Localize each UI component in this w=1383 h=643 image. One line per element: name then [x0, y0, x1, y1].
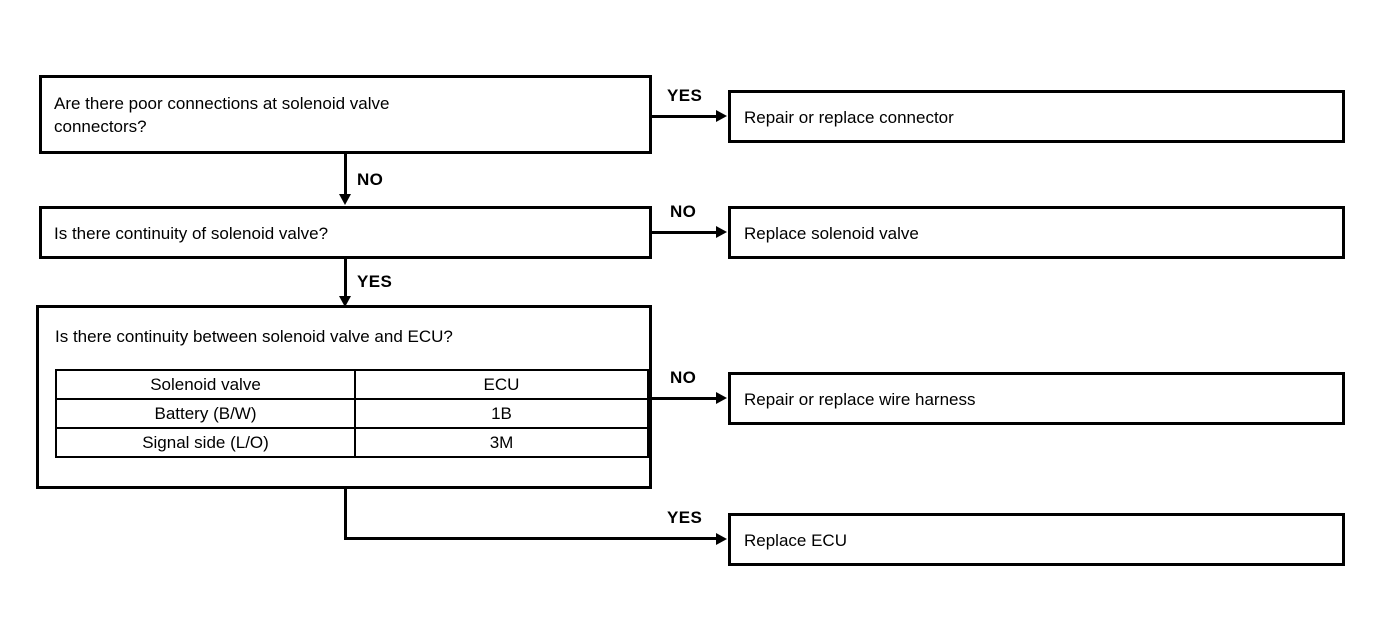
edge-q2-no-label: NO [670, 202, 697, 221]
action-box-repair-replace-wire-harness-text: Repair or replace wire harness [744, 390, 976, 409]
edge-q3-no-label: NO [670, 368, 697, 387]
action-box-repair-replace-wire-harness[interactable] [728, 372, 1345, 425]
continuity-table: Solenoid valve ECU Battery (B/W) 1B Sign… [55, 369, 649, 458]
table-cell-battery-bw: Battery (B/W) [55, 398, 356, 429]
edge-q2-yes-label: YES [357, 272, 393, 291]
action-box-replace-solenoid-valve-text: Replace solenoid valve [744, 224, 919, 243]
table-cell-signal-side-lo: Signal side (L/O) [55, 427, 356, 458]
edge-q1-yes-line [652, 115, 717, 118]
action-box-replace-solenoid-valve[interactable] [728, 206, 1345, 259]
decision-box-continuity-solenoid-text: Is there continuity of solenoid valve? [54, 224, 329, 243]
table-row: Battery (B/W) 1B [55, 398, 649, 429]
table-row: Signal side (L/O) 3M [55, 427, 649, 458]
edge-q2-no-arrowhead [716, 226, 727, 238]
table-cell-battery-pin: 1B [354, 398, 649, 429]
edge-q3-yes-label: YES [667, 508, 703, 527]
edge-q1-yes-arrowhead [716, 110, 727, 122]
table-header-ecu: ECU [354, 369, 649, 400]
action-box-replace-ecu-text: Replace ECU [744, 531, 847, 550]
edge-q3-yes-hline [344, 537, 717, 540]
decision-box-poor-connections-text: Are there poor connections at solenoid v… [54, 94, 390, 136]
edge-q1-no-arrowhead [339, 194, 351, 205]
edge-q1-no-line [344, 154, 347, 196]
edge-q2-no-line [652, 231, 717, 234]
decision-box-continuity-solenoid-ecu-text: Is there continuity between solenoid val… [55, 327, 453, 346]
edge-q1-yes-label: YES [667, 86, 703, 105]
decision-box-poor-connections[interactable] [39, 75, 652, 154]
table-cell-signal-pin: 3M [354, 427, 649, 458]
action-box-replace-ecu[interactable] [728, 513, 1345, 566]
edge-q2-yes-arrowhead [339, 296, 351, 307]
table-header-row: Solenoid valve ECU [55, 369, 649, 400]
action-box-repair-replace-connector-text: Repair or replace connector [744, 108, 954, 127]
edge-q2-yes-line [344, 259, 347, 300]
edge-q3-yes-vline [344, 489, 347, 540]
action-box-repair-replace-connector[interactable] [728, 90, 1345, 143]
edge-q3-yes-arrowhead [716, 533, 727, 545]
table-header-solenoid-valve: Solenoid valve [55, 369, 356, 400]
decision-box-continuity-solenoid[interactable] [39, 206, 652, 259]
edge-q1-no-label: NO [357, 170, 384, 189]
edge-q3-no-line [652, 397, 717, 400]
edge-q3-no-arrowhead [716, 392, 727, 404]
